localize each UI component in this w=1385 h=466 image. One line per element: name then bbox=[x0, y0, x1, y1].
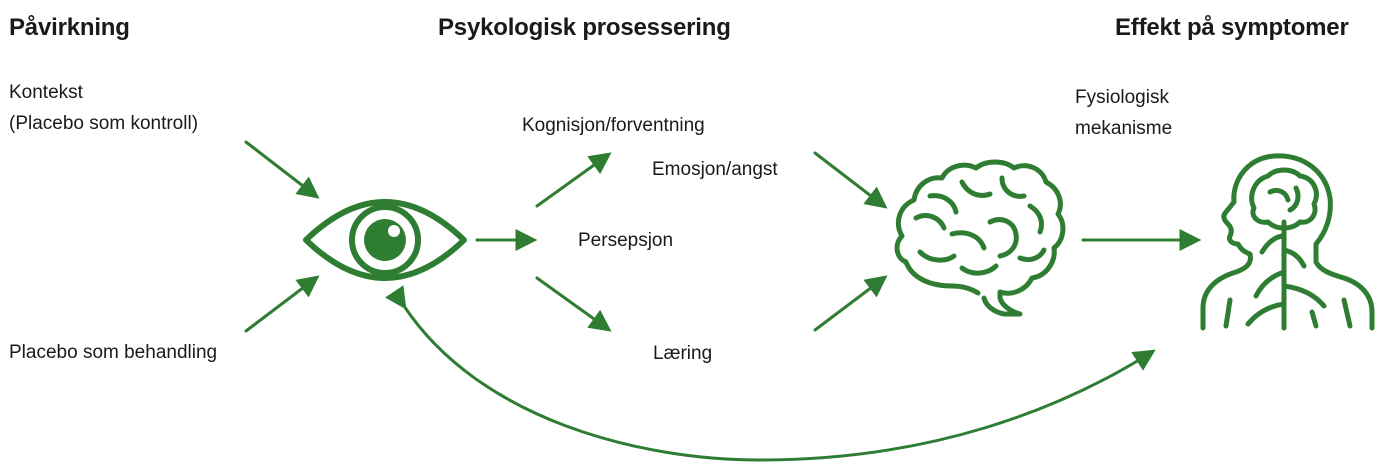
label-emotion: Emosjon/angst bbox=[652, 159, 778, 180]
brain-icon bbox=[894, 159, 1066, 317]
arrow-eye-to-learning bbox=[535, 276, 612, 332]
arrow-feedback-curve bbox=[385, 285, 1156, 462]
label-physiology: Fysiologisk mekanisme bbox=[1075, 82, 1172, 144]
label-physiology-line2: mekanisme bbox=[1075, 118, 1173, 139]
label-context: Kontekst (Placebo som kontroll) bbox=[9, 77, 198, 139]
arrow-learning-to-brain bbox=[813, 275, 888, 332]
head-physiology-icon bbox=[1200, 153, 1375, 331]
eye-icon bbox=[303, 199, 467, 281]
arrow-emotion-to-brain bbox=[813, 151, 888, 209]
arrow-eye-to-cognition bbox=[535, 152, 612, 208]
label-perception: Persepsjon bbox=[578, 230, 674, 251]
label-physiology-line1: Fysiologisk bbox=[1075, 87, 1169, 108]
label-placebo-treatment: Placebo som behandling bbox=[9, 342, 218, 363]
label-context-line1: Kontekst bbox=[9, 82, 83, 103]
arrow-treatment-to-eye bbox=[244, 275, 320, 333]
heading-processing: Psykologisk prosessering bbox=[438, 14, 731, 41]
heading-effect: Effekt på symptomer bbox=[1115, 14, 1349, 41]
arrow-context-to-eye bbox=[244, 140, 320, 199]
label-context-line2: (Placebo som kontroll) bbox=[9, 113, 199, 134]
heading-influence: Påvirkning bbox=[9, 14, 130, 41]
label-cognition: Kognisjon/forventning bbox=[522, 115, 705, 136]
